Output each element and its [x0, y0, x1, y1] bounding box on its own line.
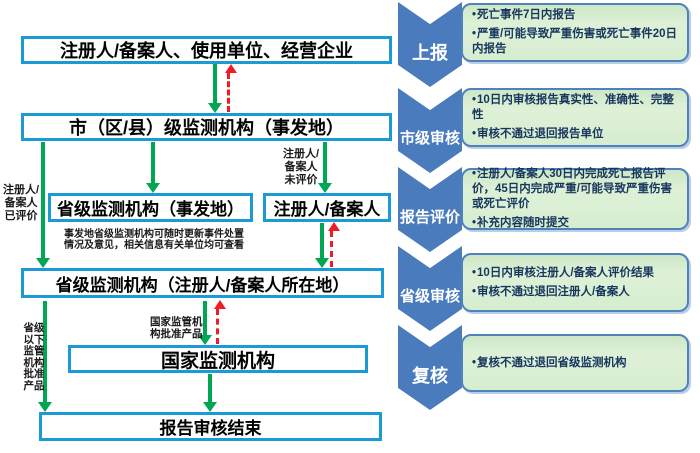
- info-bullet: 补充内容随时提交: [472, 216, 679, 231]
- green-arrow-down-icon: [213, 64, 217, 103]
- flow-box-national-monitor: 国家监测机构: [68, 345, 368, 373]
- info-box-city-review: 10日内审核报告真实性、准确性、完整性 审核不通过退回报告单位: [461, 88, 689, 147]
- info-bullet: 注册人/备案人30日内完成死亡报告评价，45日内完成严重/可能导致严重伤害或死亡…: [472, 167, 679, 212]
- flow-box-registrant: 注册人/备案人: [263, 193, 391, 222]
- red-dashed-arrow-up-icon: [328, 222, 340, 267]
- chevron-stage-city-review: 市级审核: [398, 88, 462, 173]
- green-arrow-down-icon: [323, 142, 327, 183]
- info-bullet: 10日内审核报告真实性、准确性、完整性: [472, 93, 679, 123]
- chevron-stage-report: 上报: [398, 2, 462, 87]
- flow-box-city-monitor: 市（区/县）级监测机构（事发地）: [21, 113, 392, 141]
- label-registrant-evaluated: 注册人/ 备案人 已评价: [2, 184, 40, 222]
- info-bullet: 复核不通过退回省级监测机构: [472, 356, 679, 371]
- green-arrow-down-icon: [43, 301, 47, 402]
- green-arrow-down-icon: [320, 223, 324, 258]
- info-box-provincial-review: 10日内审核注册人/备案人评价结果 审核不通过退回注册人/备案人: [461, 253, 689, 312]
- green-arrow-down-icon: [203, 301, 207, 335]
- info-bullet: 死亡事件7日内报告: [472, 8, 679, 23]
- flow-box-reporters: 注册人/备案人、使用单位、经营企业: [21, 36, 392, 64]
- flow-box-provincial-event: 省级监测机构（事发地）: [48, 193, 253, 222]
- label-national-approved: 国家监管机 构批准产品: [150, 316, 203, 340]
- label-provincial-note: 事发地省级监测机构可随时更新事件处置 情况及意见，相关信息有关单位均可查看: [64, 229, 244, 251]
- chevron-stage-recheck: 复核: [398, 325, 462, 410]
- green-arrow-down-icon: [208, 374, 212, 402]
- info-bullet: 审核不通过退回注册人/备案人: [472, 285, 679, 300]
- info-box-report-evaluation: 注册人/备案人30日内完成死亡报告评价，45日内完成严重/可能导致严重伤害或死亡…: [461, 168, 689, 230]
- info-box-report: 死亡事件7日内报告 严重/可能导致严重伤害或死亡事件20日内报告: [461, 3, 689, 62]
- chevron-stage-report-evaluation: 报告评价: [398, 167, 462, 252]
- label-registrant-not-evaluated: 注册人/ 备案人 未评价: [282, 148, 320, 186]
- label-sub-provincial-approved: 省级 以下 监管 机构 批准 产品: [23, 322, 45, 392]
- flow-box-end: 报告审核结束: [39, 412, 382, 441]
- info-bullet: 10日内审核注册人/备案人评价结果: [472, 266, 679, 281]
- info-bullet: 审核不通过退回报告单位: [472, 127, 679, 142]
- chevron-stage-provincial-review: 省级审核: [398, 246, 462, 331]
- info-bullet: 严重/可能导致严重伤害或死亡事件20日内报告: [472, 27, 679, 57]
- green-arrow-down-icon: [41, 142, 45, 258]
- red-dashed-arrow-up-icon: [214, 300, 226, 344]
- flow-box-provincial-home: 省级监测机构（注册人/备案人所在地）: [21, 268, 384, 298]
- info-box-recheck: 复核不通过退回省级监测机构: [461, 334, 689, 392]
- green-arrow-down-icon: [151, 142, 155, 183]
- red-dashed-arrow-up-icon: [225, 64, 237, 112]
